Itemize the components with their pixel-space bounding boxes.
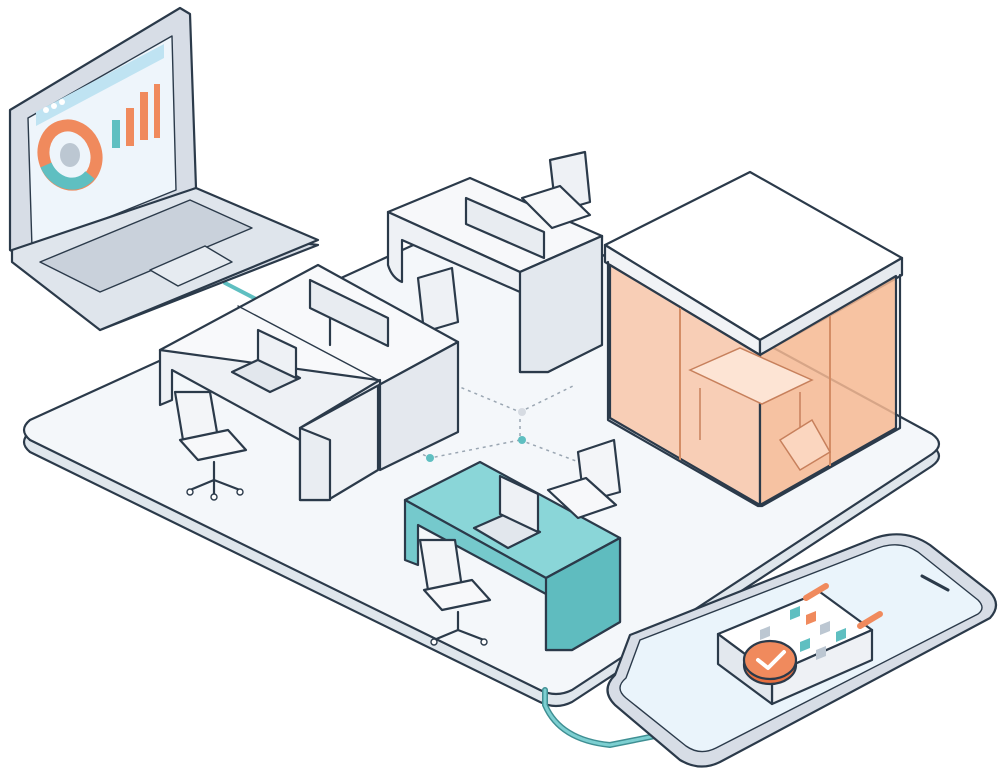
donut-chart-icon xyxy=(37,119,103,191)
network-node xyxy=(518,436,526,444)
desk-front-booked xyxy=(403,460,622,652)
meeting-pod xyxy=(603,170,904,508)
dashboard-icon xyxy=(36,44,164,126)
desk-left-pair xyxy=(158,263,460,502)
laptop-cable xyxy=(223,281,260,302)
laptop-icon xyxy=(8,6,320,332)
office-chair xyxy=(416,150,592,334)
network-node xyxy=(426,454,434,462)
office-chair xyxy=(418,438,622,646)
desk-back xyxy=(386,176,604,374)
office-chair xyxy=(173,390,248,501)
checkmark-icon xyxy=(742,639,798,686)
network-node xyxy=(518,408,526,416)
smartphone-icon xyxy=(606,533,998,768)
bar-chart-icon xyxy=(112,84,160,148)
